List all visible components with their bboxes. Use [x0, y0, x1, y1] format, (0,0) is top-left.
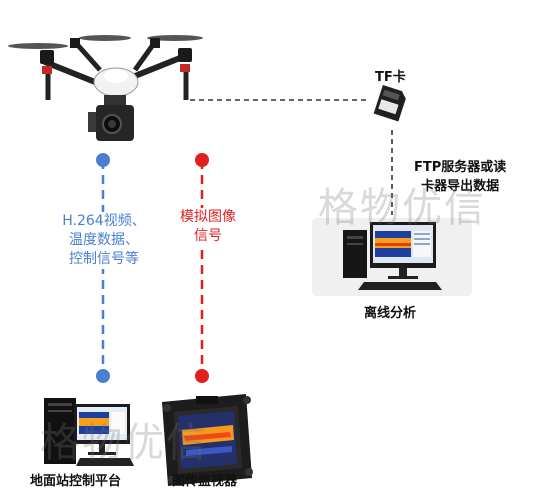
blue-link-label-line: 控制信号等 [69, 251, 139, 267]
red-link-label-line: 信号 [194, 228, 222, 244]
ftp-export-label-line: 卡器导出数据 [421, 179, 500, 194]
red-link-start-dot [195, 153, 209, 167]
desktop-computer-icon [44, 398, 134, 466]
blue-link-label-line: H.264视频、 [62, 213, 146, 229]
video-monitor-label: 图传监视器 [172, 474, 238, 489]
rugged-tablet-icon [162, 394, 253, 486]
drone-icon [8, 35, 203, 141]
blue-link-label: H.264视频、 温度数据、 控制信号等 [54, 212, 154, 269]
tf-card-label: TF卡 [375, 70, 406, 85]
blue-link-end-dot [96, 369, 110, 383]
offline-analysis-label: 离线分析 [364, 306, 417, 321]
ground-station-label: 地面站控制平台 [30, 474, 122, 489]
red-link-label-line: 模拟图像 [180, 209, 236, 225]
red-link-label: 模拟图像 信号 [176, 208, 240, 246]
red-link-end-dot [195, 369, 209, 383]
watermark: 格物优信 [40, 420, 208, 466]
sd-card-icon [373, 84, 406, 122]
ftp-export-label-line: FTP服务器或读 [414, 160, 507, 175]
desktop-computer-icon [312, 218, 472, 296]
ftp-export-label: FTP服务器或读 卡器导出数据 [414, 158, 506, 196]
blue-link-label-line: 温度数据、 [69, 232, 139, 248]
blue-link-start-dot [96, 153, 110, 167]
watermark: 格物优信 [318, 185, 486, 231]
